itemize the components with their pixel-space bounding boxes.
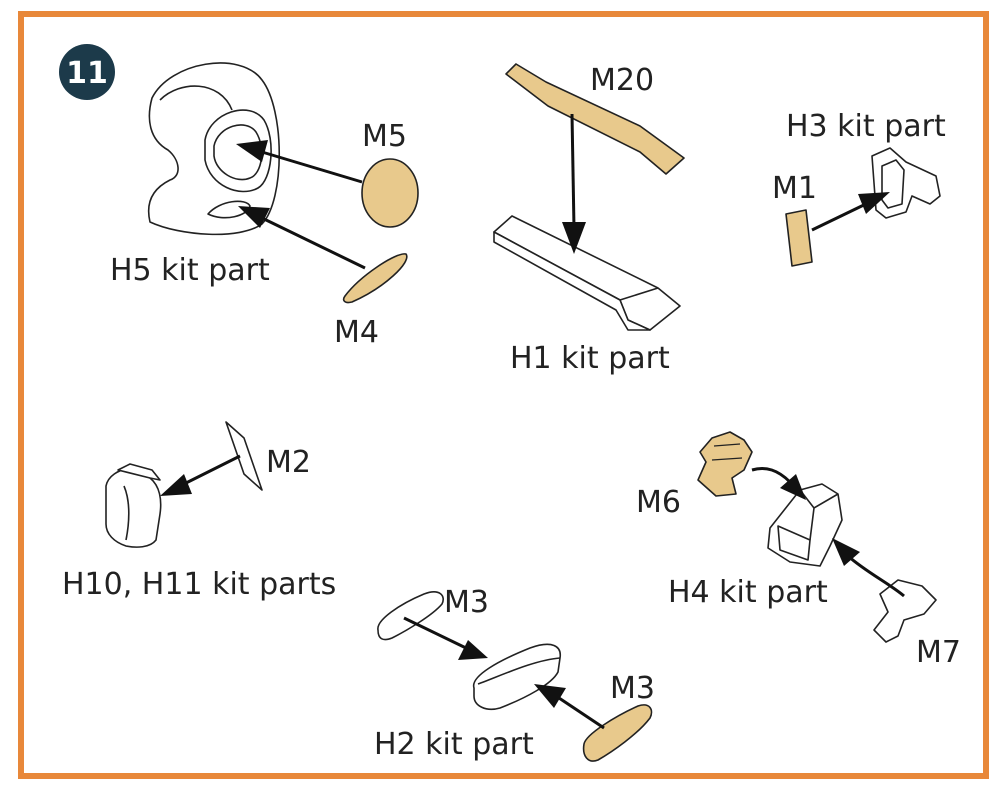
h4-kit-part xyxy=(767,483,843,567)
label-m3-top: M3 xyxy=(444,585,489,620)
arrow-m2-to-h10 xyxy=(160,454,241,496)
arrow-m3-photoetch-to-h2 xyxy=(534,684,605,730)
h2-kit-part xyxy=(473,643,561,711)
m5-photoetch xyxy=(361,158,419,228)
label-m2: M2 xyxy=(266,445,311,480)
step-badge: 11 xyxy=(59,44,115,100)
label-h10: H10, H11 kit parts xyxy=(62,567,336,602)
label-m6: M6 xyxy=(636,485,681,520)
h5-kit-part xyxy=(147,62,280,236)
m1-photoetch xyxy=(785,209,813,267)
h3-kit-part xyxy=(871,147,941,219)
m20-photoetch xyxy=(505,63,685,175)
label-m1: M1 xyxy=(772,171,817,206)
m3-photoetch xyxy=(582,704,653,762)
label-m7: M7 xyxy=(916,635,961,670)
step-number: 11 xyxy=(66,56,108,91)
label-h1: H1 kit part xyxy=(510,341,670,376)
m3-outline-part xyxy=(377,591,444,641)
arrow-m4-to-h5 xyxy=(238,206,366,270)
arrow-m20-to-h1 xyxy=(562,113,586,254)
m7-photoetch xyxy=(873,579,937,643)
m2-photoetch xyxy=(225,421,263,491)
label-h3: H3 kit part xyxy=(786,109,946,144)
arrow-m3-to-h2 xyxy=(403,616,488,660)
arrow-m1-to-h3 xyxy=(811,192,890,232)
label-m5: M5 xyxy=(362,119,407,154)
arrow-m5-to-h5 xyxy=(236,140,363,184)
label-h4: H4 kit part xyxy=(668,575,828,610)
label-m20: M20 xyxy=(590,63,654,98)
label-m4: M4 xyxy=(334,315,379,350)
arrow-m6-to-h4 xyxy=(751,467,806,500)
frame-border xyxy=(18,11,989,779)
label-h5: H5 kit part xyxy=(110,253,270,288)
arrow-m7-to-h4 xyxy=(832,538,905,598)
label-m3-bottom: M3 xyxy=(610,671,655,706)
h1-kit-part xyxy=(493,215,681,331)
m4-photoetch xyxy=(342,253,408,304)
m6-photoetch xyxy=(697,431,753,497)
label-h2: H2 kit part xyxy=(374,727,534,762)
h10-h11-kit-parts xyxy=(105,463,162,548)
